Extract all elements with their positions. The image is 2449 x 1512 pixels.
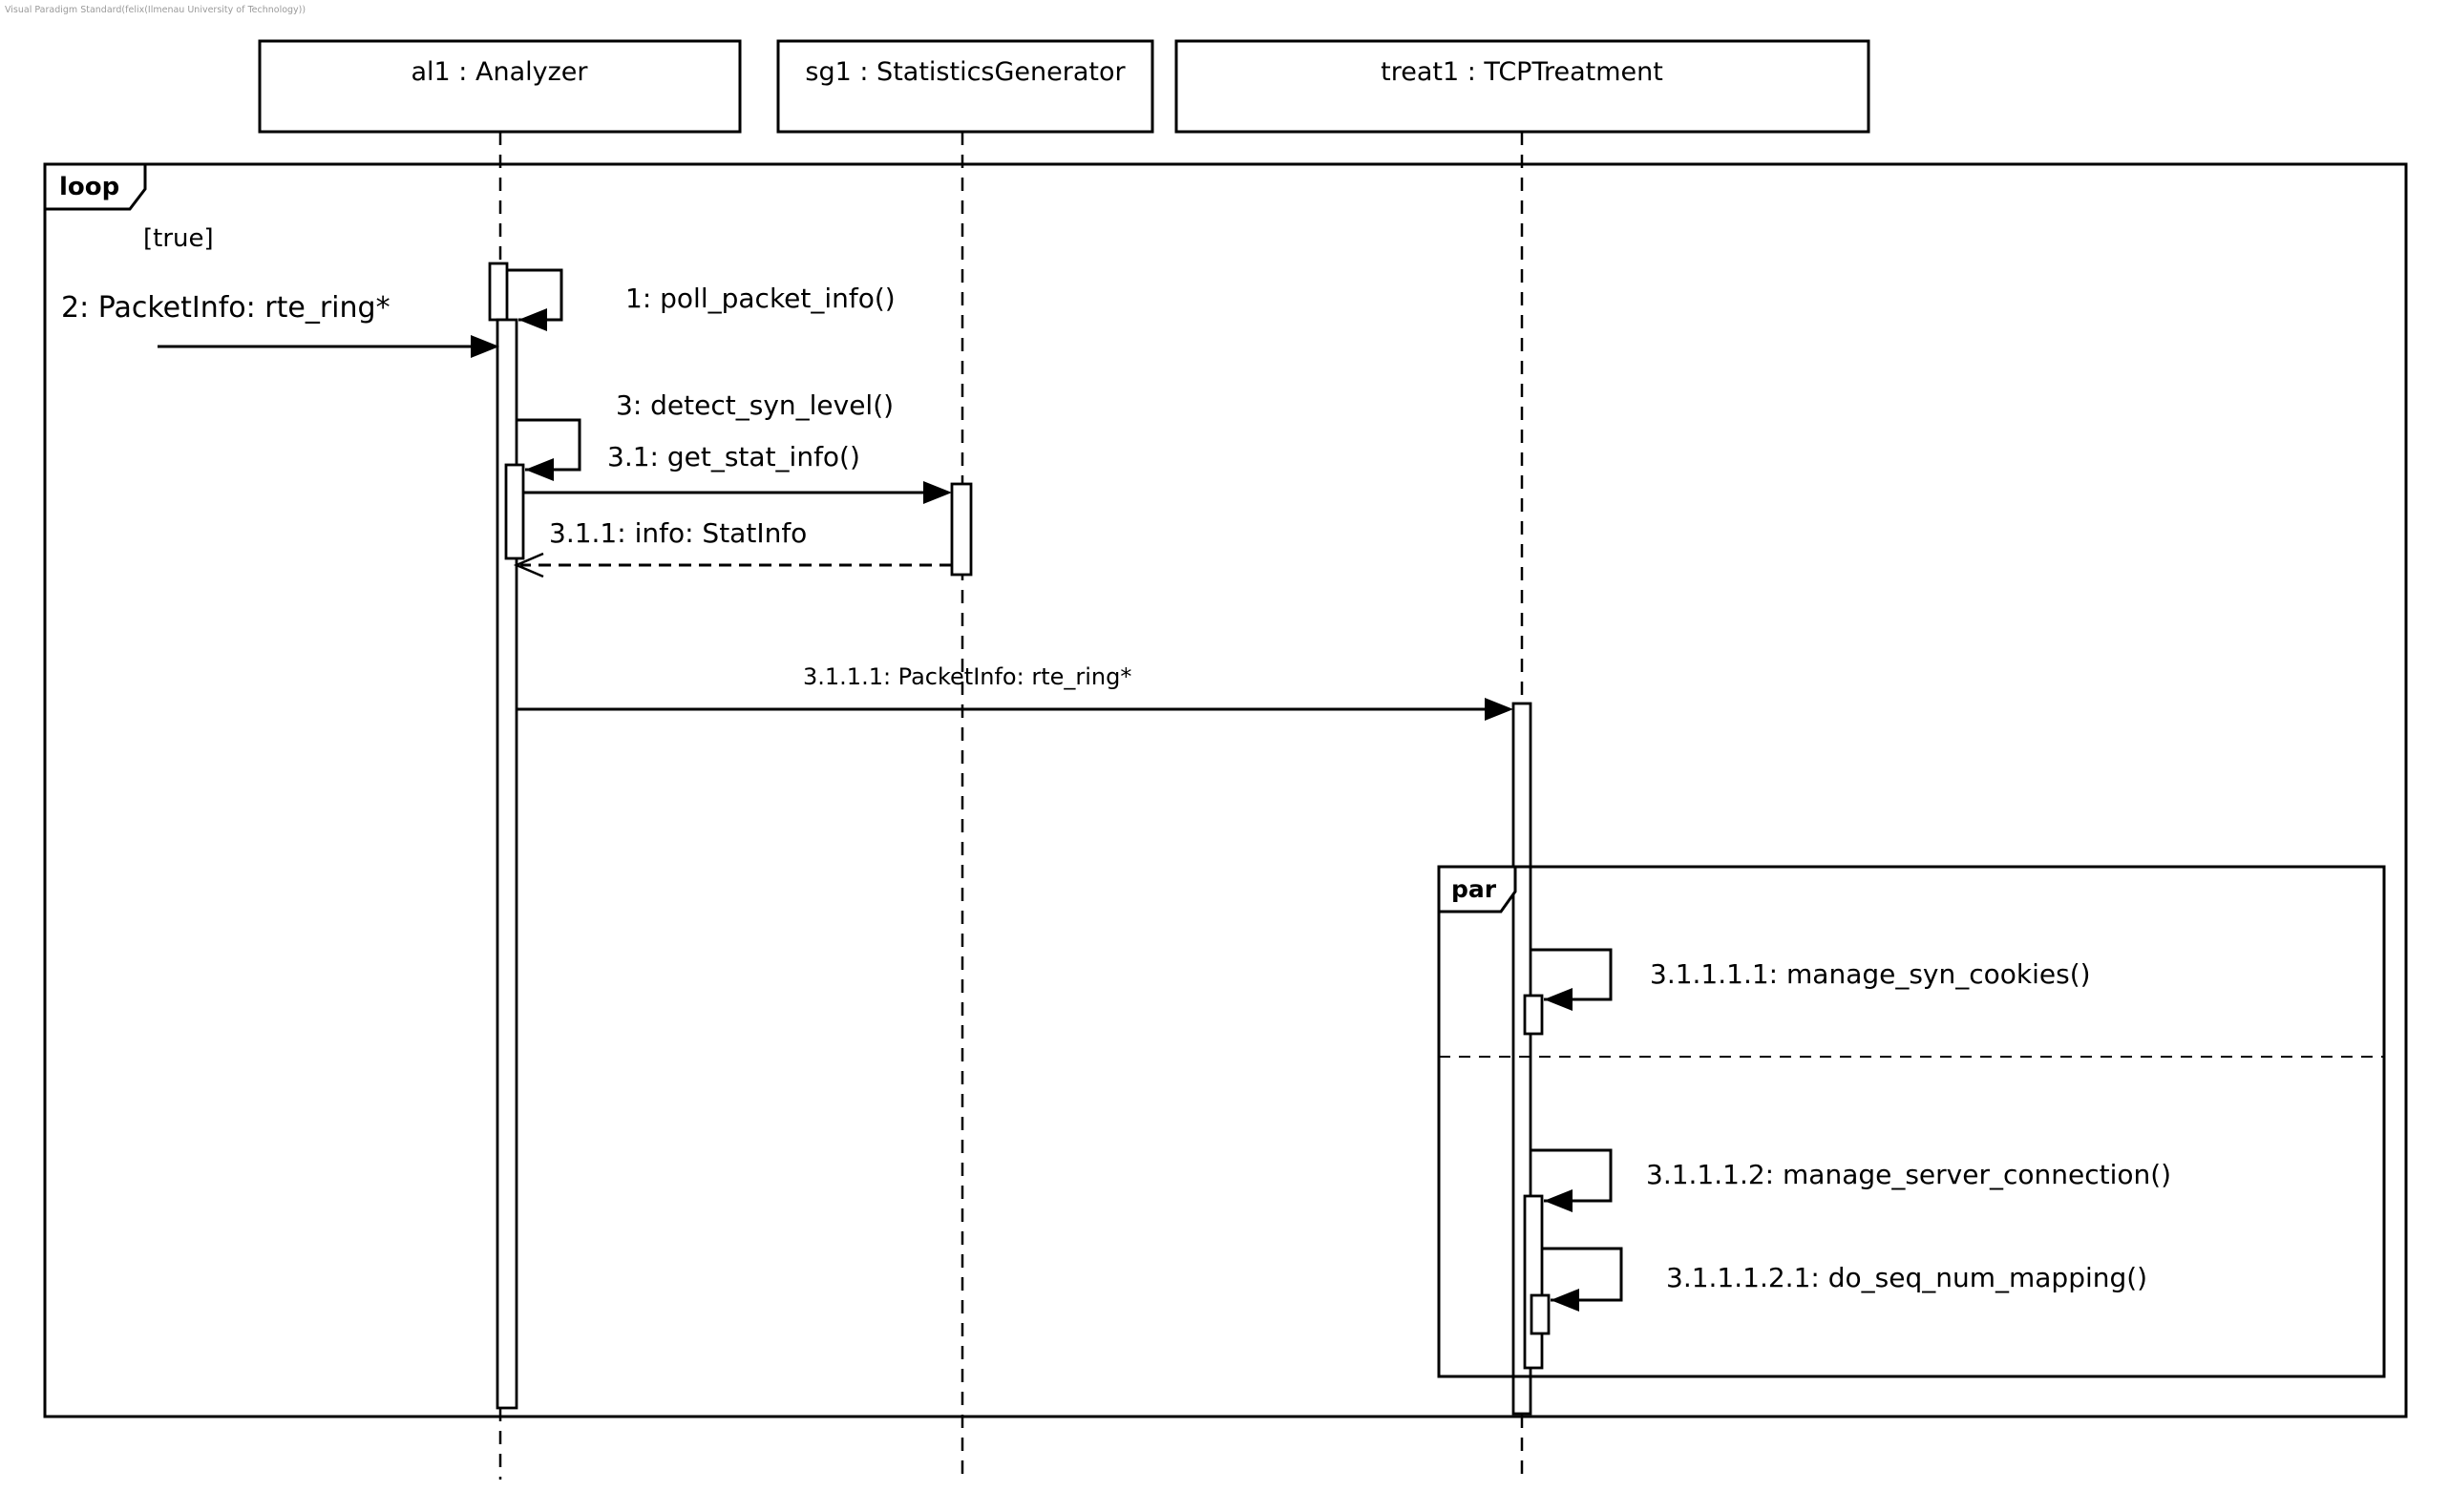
message-2-label: 2: PacketInfo: rte_ring*: [61, 291, 391, 325]
message-3-1-1-label: 3.1.1: info: StatInfo: [549, 517, 807, 549]
activation-treat1-msg31112[interactable]: [1523, 1194, 1544, 1370]
message-3-detect-syn-level[interactable]: 3: detect_syn_level(): [517, 389, 894, 481]
activation-treat1-msg311121[interactable]: [1530, 1293, 1551, 1335]
par-operator-label: par: [1451, 875, 1497, 903]
activation-al1-msg1[interactable]: [488, 262, 509, 322]
message-3-arrowhead: [525, 458, 554, 481]
lifeline-head-box-sg1[interactable]: [776, 39, 1154, 134]
message-3-1-1-1-2-1-label: 3.1.1.1.2.1: do_seq_num_mapping(): [1666, 1262, 2147, 1293]
visual-paradigm-watermark: Visual Paradigm Standard(felix(Ilmenau U…: [5, 5, 306, 15]
message-1-line: [507, 268, 563, 322]
loop-fragment[interactable]: loop [true]: [43, 162, 2408, 1418]
message-1-poll-packet-info[interactable]: 1: poll_packet_info(): [507, 268, 896, 331]
message-3-1-1-1-arrowhead: [1485, 698, 1513, 721]
message-3-1-1-1-2-1-arrowhead: [1551, 1289, 1579, 1312]
activation-sg1[interactable]: [950, 482, 973, 577]
message-3-1-label: 3.1: get_stat_info(): [607, 441, 860, 472]
message-3-1-1-1-label: 3.1.1.1: PacketInfo: rte_ring*: [803, 663, 1131, 690]
activation-treat1-msg31111[interactable]: [1523, 994, 1544, 1036]
loop-operator-pentagon: [43, 162, 147, 211]
message-3-1-1-1-2-line: [1531, 1148, 1613, 1203]
lifeline-head-treat1[interactable]: treat1 : TCPTreatment: [1174, 39, 1870, 134]
lifeline-lines: [498, 132, 1524, 1480]
message-3-1-1-1-1-arrowhead: [1544, 988, 1573, 1011]
lifeline-label-al1: al1 : Analyzer: [412, 57, 589, 87]
lifeline-label-sg1: sg1 : StatisticsGenerator: [805, 57, 1126, 87]
loop-fragment-frame[interactable]: [43, 162, 2408, 1418]
message-3-1-1-1-2-label: 3.1.1.1.2: manage_server_connection(): [1646, 1159, 2171, 1190]
message-3-1-1-1-2-1-line: [1542, 1247, 1623, 1302]
par-fragment[interactable]: par: [1437, 865, 2386, 1378]
loop-operator-label: loop: [59, 173, 119, 201]
message-3-1-1-1-1-line: [1531, 948, 1613, 1001]
message-3-1-1-1-2-manage-server-connection[interactable]: 3.1.1.1.2: manage_server_connection(): [1531, 1148, 2171, 1212]
message-2-arrowhead: [471, 335, 499, 358]
loop-guard[interactable]: [true]: [143, 224, 214, 253]
message-3-1-1-1-1-label: 3.1.1.1.1: manage_syn_cookies(): [1650, 958, 2091, 990]
lifeline-head-sg1[interactable]: sg1 : StatisticsGenerator: [776, 39, 1154, 134]
message-3-1-get-stat-info[interactable]: 3.1: get_stat_info(): [523, 441, 952, 504]
message-1-arrowhead: [518, 308, 547, 331]
lifeline-label-treat1: treat1 : TCPTreatment: [1381, 57, 1663, 87]
activation-bars: [488, 262, 1551, 1416]
par-fragment-frame[interactable]: [1437, 865, 2386, 1378]
message-3-1-1-1-2-arrowhead: [1544, 1189, 1573, 1212]
message-3-1-1-open-arrowhead: [513, 552, 544, 578]
lifeline-head-al1[interactable]: al1 : Analyzer: [258, 39, 742, 134]
message-3-label: 3: detect_syn_level(): [616, 389, 894, 421]
activation-al1-main[interactable]: [496, 318, 518, 1410]
message-3-1-1-1-packetinfo[interactable]: 3.1.1.1: PacketInfo: rte_ring*: [517, 663, 1513, 721]
message-3-1-1-return-statinfo[interactable]: 3.1.1: info: StatInfo: [513, 517, 952, 578]
lifeline-head-box-al1[interactable]: [258, 39, 742, 134]
par-operator-pentagon: [1437, 865, 1517, 914]
message-3-1-1-1-1-manage-syn-cookies[interactable]: 3.1.1.1.1: manage_syn_cookies(): [1531, 948, 2091, 1011]
message-2-packetinfo[interactable]: 2: PacketInfo: rte_ring*: [61, 291, 499, 358]
lifeline-head-box-treat1[interactable]: [1174, 39, 1870, 134]
message-3-1-1-1-2-1-do-seq-num-mapping[interactable]: 3.1.1.1.2.1: do_seq_num_mapping(): [1542, 1247, 2147, 1312]
message-3-1-arrowhead: [923, 481, 952, 504]
lifeline-heads: al1 : Analyzer sg1 : StatisticsGenerator…: [258, 39, 1870, 134]
activation-al1-msg3[interactable]: [504, 463, 525, 560]
message-1-label: 1: poll_packet_info(): [625, 283, 896, 314]
